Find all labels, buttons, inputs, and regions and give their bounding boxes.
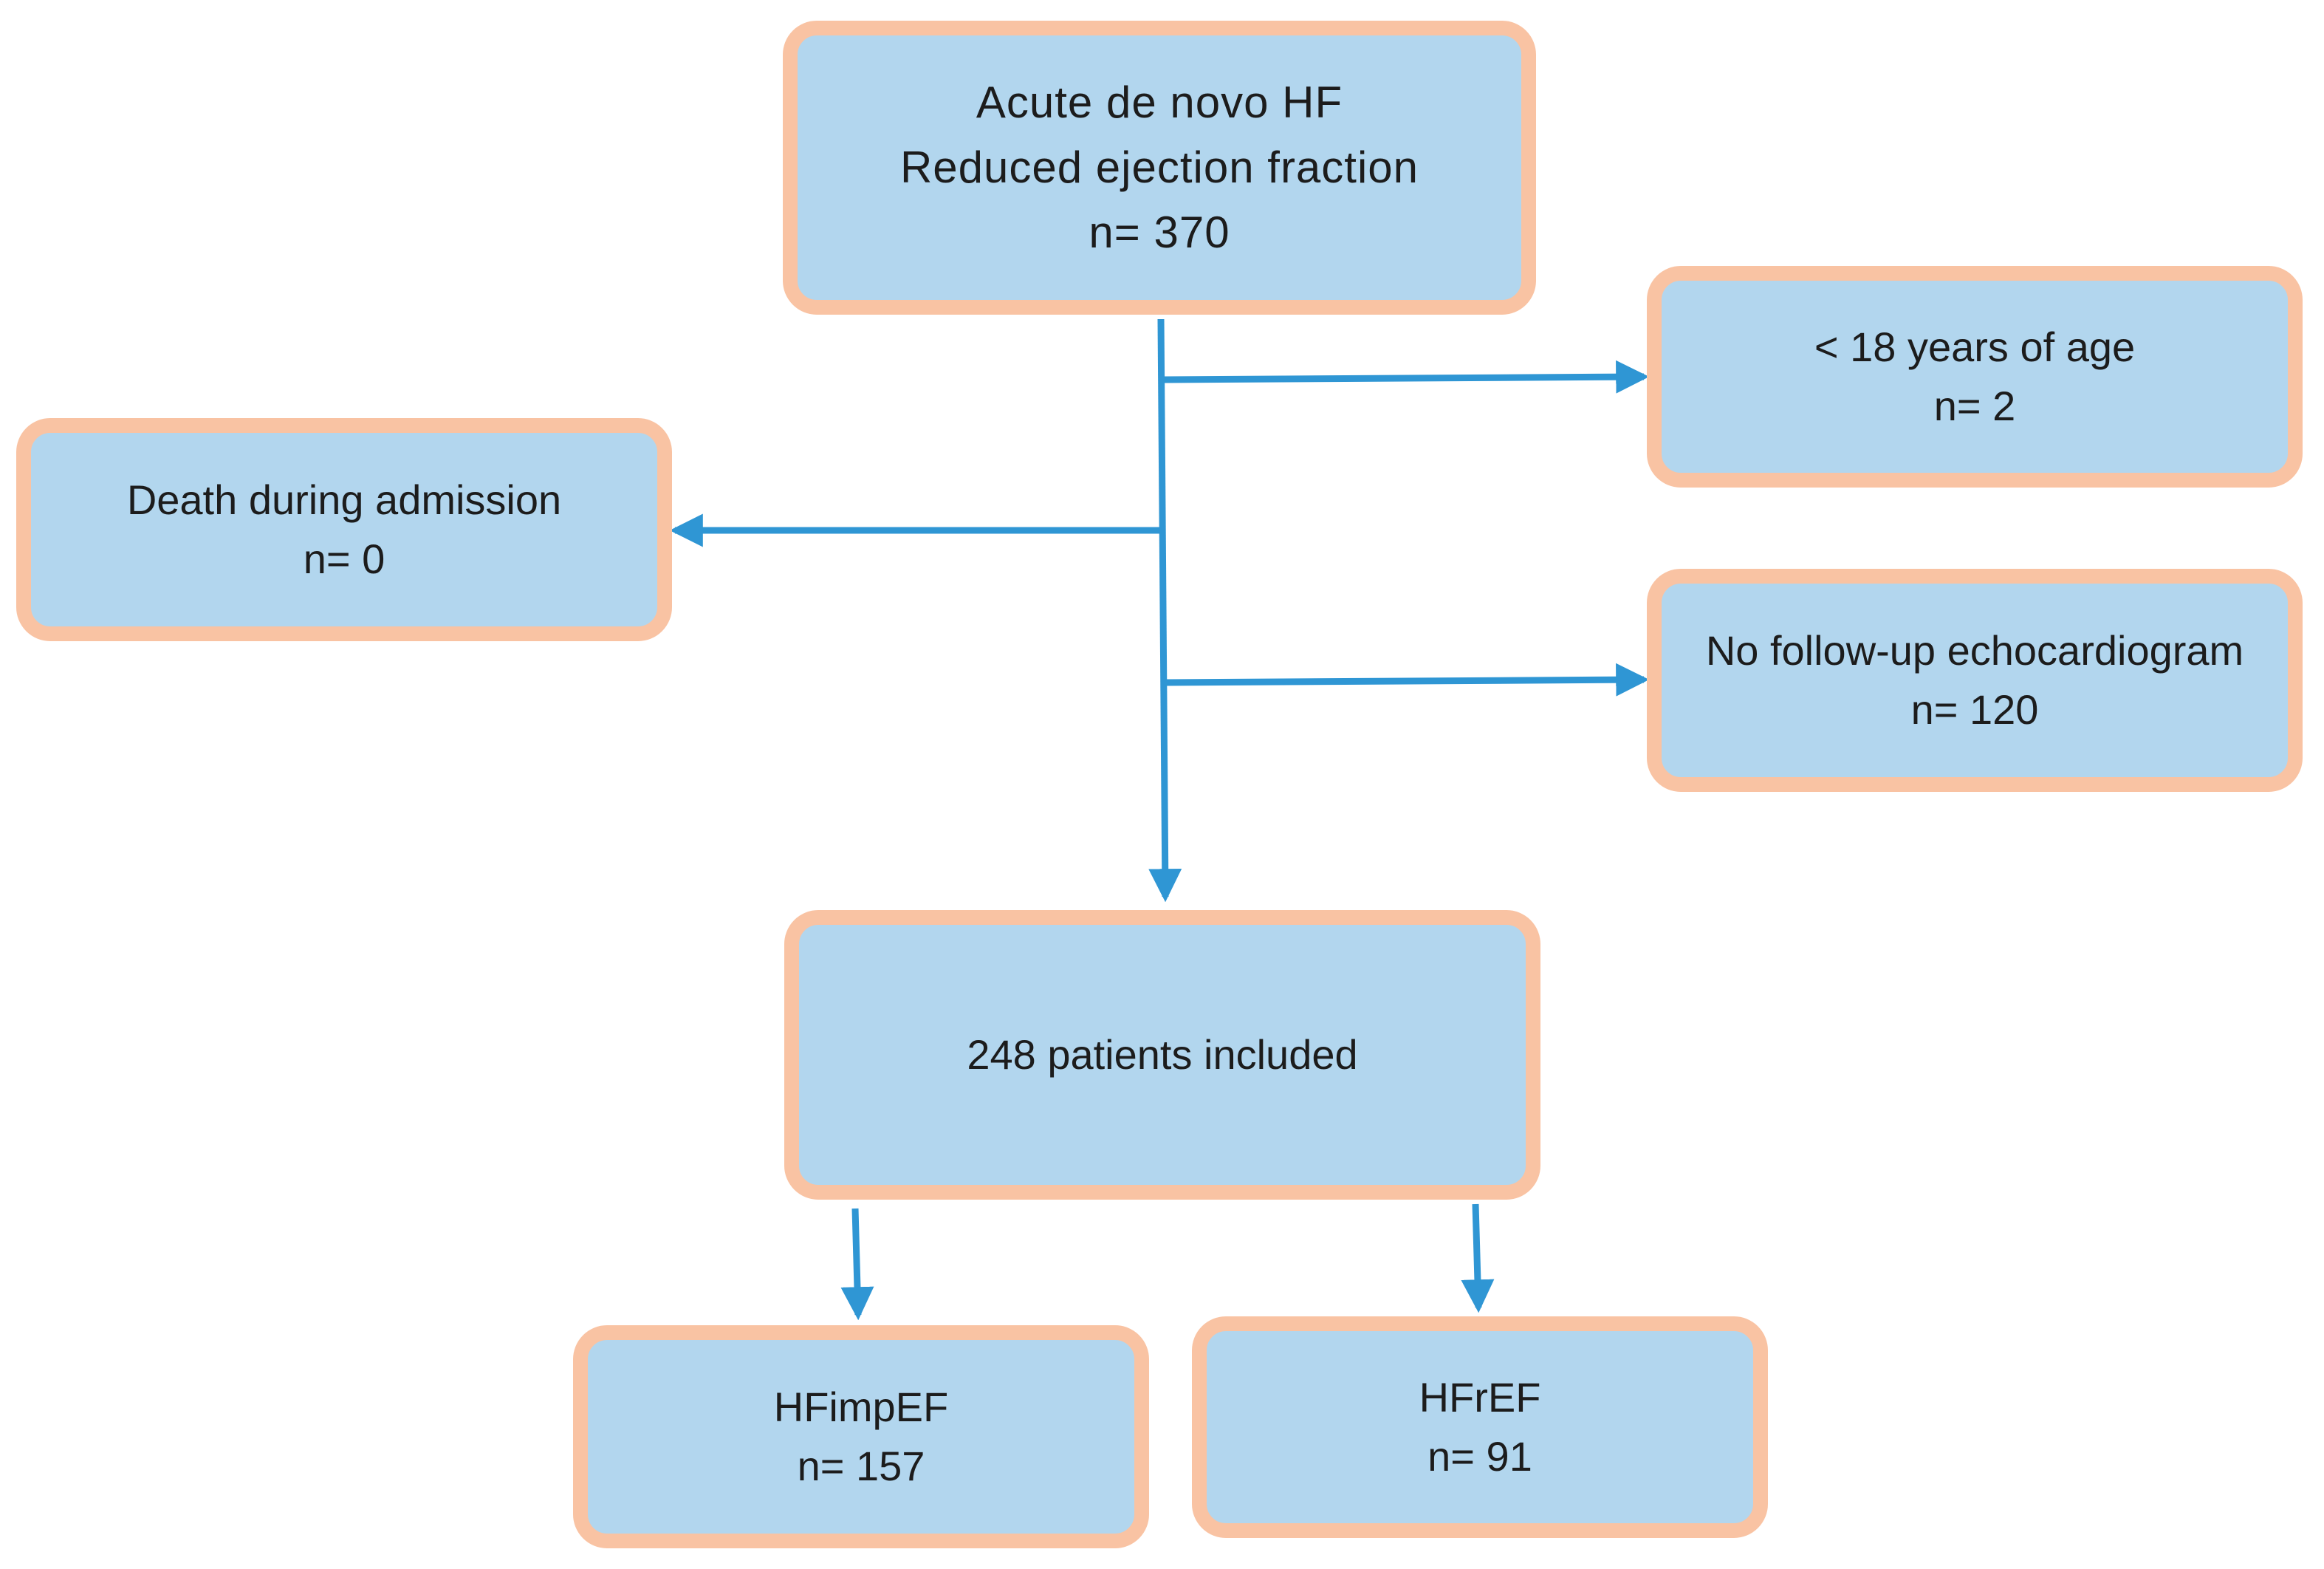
arrow-to-age-exclusion <box>1163 360 1650 394</box>
arrow-to-hfref <box>1461 1203 1495 1313</box>
start-subtitle: Reduced ejection fraction <box>899 143 1419 192</box>
group-hfimpef-count: n= 157 <box>797 1443 925 1489</box>
arrow-to-hfimpef <box>840 1208 874 1321</box>
start-count: n= 370 <box>1089 208 1230 257</box>
exclusion-age-label: < 18 years of age <box>1814 324 2136 370</box>
exclusion-death-box: Death during admission n= 0 <box>16 418 672 641</box>
exclusion-age-count: n= 2 <box>1933 383 2016 429</box>
exclusion-echo-label: No follow-up echocardiogram <box>1705 627 2244 674</box>
group-hfref-box: HFrEF n= 91 <box>1192 1316 1768 1538</box>
exclusion-echo-box: No follow-up echocardiogram n= 120 <box>1647 569 2303 792</box>
arrow-to-echo-exclusion <box>1165 663 1650 697</box>
group-hfimpef-label: HFimpEF <box>773 1384 949 1430</box>
start-population-box: Acute de novo HF Reduced ejection fracti… <box>783 21 1536 315</box>
group-hfimpef-box: HFimpEF n= 157 <box>573 1325 1149 1548</box>
trunk-arrow <box>1148 318 1182 903</box>
start-title: Acute de novo HF <box>976 78 1343 127</box>
included-patients-box: 248 patients included <box>784 910 1540 1200</box>
group-hfref-count: n= 91 <box>1427 1433 1532 1480</box>
exclusion-echo-count: n= 120 <box>1910 686 2039 733</box>
included-label: 248 patients included <box>967 1031 1358 1078</box>
exclusion-age-box: < 18 years of age n= 2 <box>1647 266 2303 488</box>
exclusion-death-count: n= 0 <box>303 536 385 582</box>
group-hfref-label: HFrEF <box>1419 1374 1541 1421</box>
exclusion-death-label: Death during admission <box>126 476 562 523</box>
